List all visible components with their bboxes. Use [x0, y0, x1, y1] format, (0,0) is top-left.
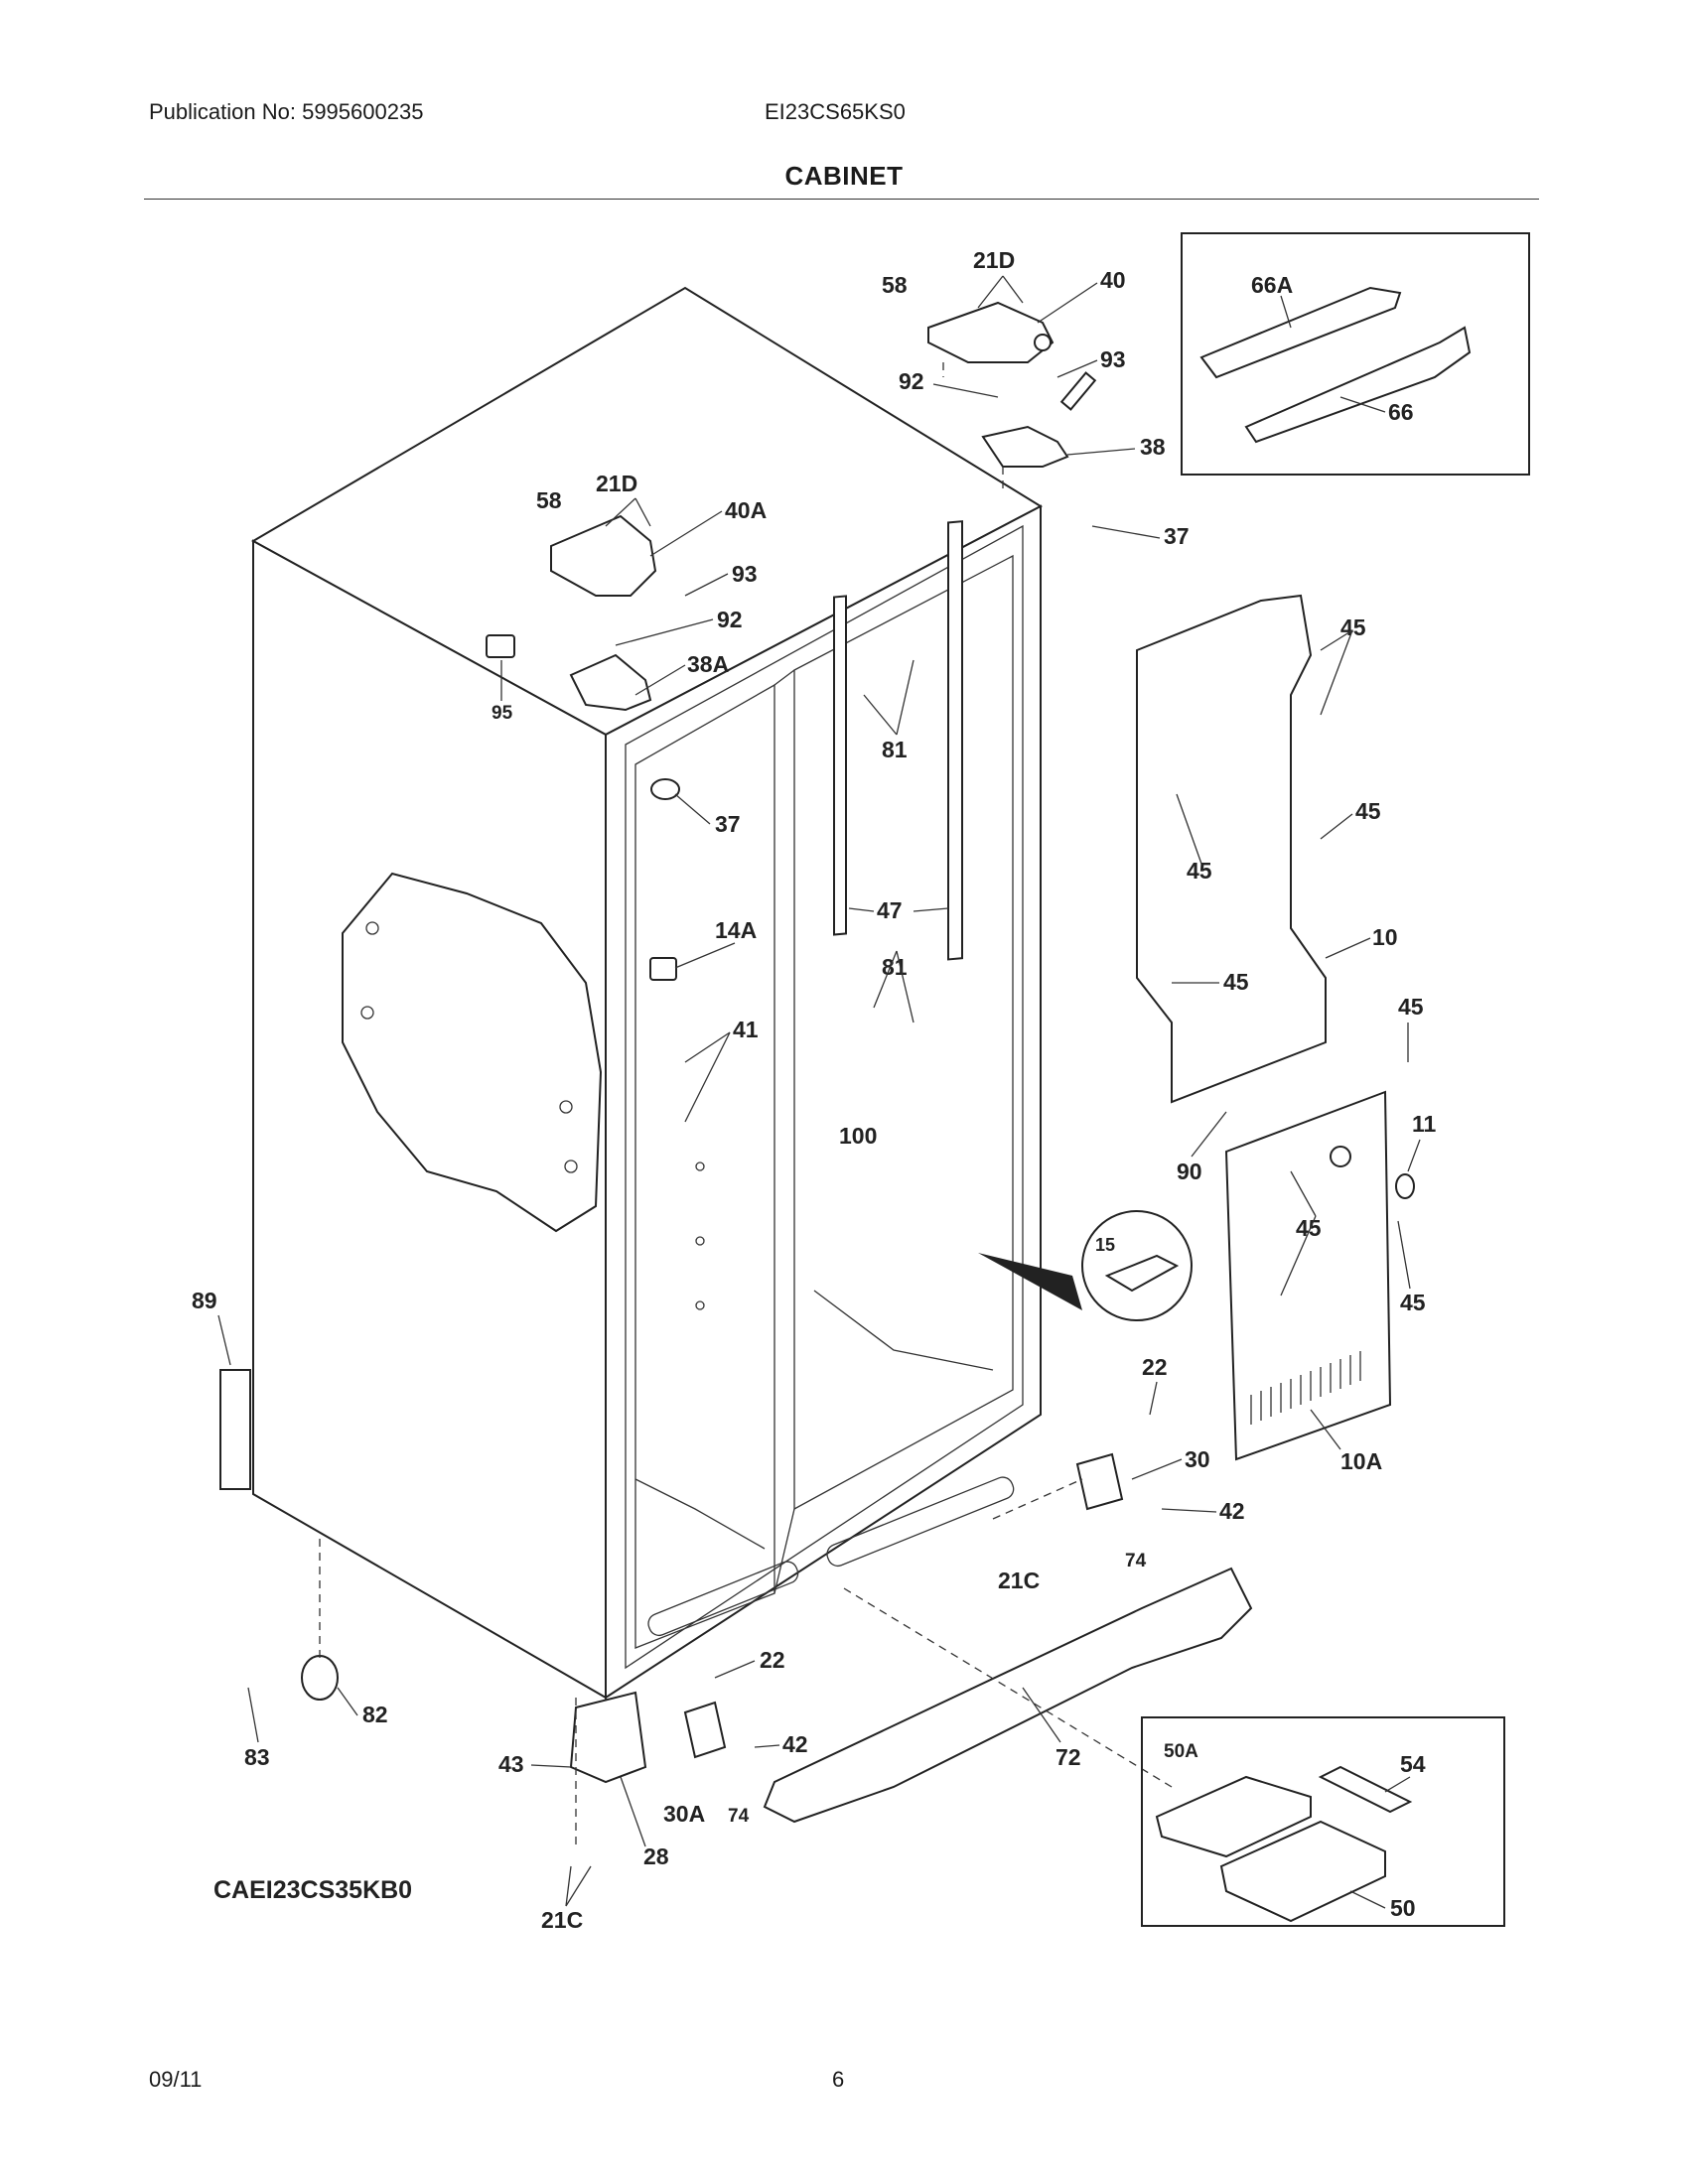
- callout-45-b: 45: [1355, 798, 1381, 824]
- bumper: [650, 778, 680, 800]
- publication-number: Publication No: 5995600235: [149, 99, 424, 124]
- callout-45-d: 45: [1223, 969, 1249, 995]
- callout-66: 66: [1388, 399, 1414, 425]
- inset-box-ice-bin: [1141, 1716, 1505, 1927]
- callout-72: 72: [1055, 1744, 1081, 1770]
- hinge-bracket-right: [1075, 1452, 1124, 1511]
- model-number: EI23CS65KS0: [765, 99, 906, 124]
- callout-58-top: 58: [882, 272, 908, 298]
- back-panel: [1136, 594, 1327, 1104]
- callout-40: 40: [1100, 267, 1126, 293]
- hinge-bracket-lower: [683, 1701, 727, 1759]
- callout-81-b: 81: [882, 954, 908, 980]
- callout-40a: 40A: [725, 497, 767, 523]
- callout-45-e: 45: [1398, 994, 1424, 1020]
- callout-45-f: 45: [1296, 1215, 1322, 1241]
- leveler-bracket: [569, 1691, 647, 1784]
- callout-82: 82: [362, 1702, 388, 1727]
- callout-92-left: 92: [717, 607, 743, 632]
- callout-21d-top: 21D: [973, 247, 1015, 273]
- callout-93-left: 93: [732, 561, 758, 587]
- callout-42-bottom: 42: [782, 1731, 808, 1757]
- upper-hinge-top: [927, 301, 1069, 468]
- callout-92-top: 92: [899, 368, 924, 394]
- callout-42-right: 42: [1219, 1498, 1245, 1524]
- callout-45-g: 45: [1400, 1290, 1426, 1315]
- callout-21c-bottom: 21C: [541, 1907, 583, 1933]
- roller: [301, 1655, 339, 1701]
- bumper-top: [1059, 371, 1097, 411]
- callout-74-bottom: 74: [728, 1806, 750, 1827]
- callout-37-top: 37: [1164, 523, 1190, 549]
- callout-10a: 10A: [1340, 1448, 1382, 1474]
- section-title: CABINET: [784, 161, 904, 191]
- callout-58-left: 58: [536, 487, 562, 513]
- header-divider: [144, 199, 1539, 200]
- callout-100: 100: [839, 1123, 877, 1149]
- callout-14a: 14A: [715, 917, 757, 943]
- callout-81-a: 81: [882, 737, 908, 762]
- toe-grille: [763, 1567, 1253, 1824]
- callout-11: 11: [1412, 1111, 1437, 1137]
- callout-41: 41: [733, 1017, 759, 1042]
- callout-15: 15: [1095, 1235, 1115, 1255]
- callout-22-right: 22: [1142, 1354, 1168, 1380]
- callout-37-left: 37: [715, 811, 741, 837]
- callout-21c-mid: 21C: [998, 1568, 1040, 1593]
- callout-95: 95: [492, 703, 513, 724]
- upper-hinge-left: [486, 514, 657, 712]
- callout-38: 38: [1140, 434, 1166, 460]
- callout-50: 50: [1390, 1895, 1416, 1921]
- cabinet-body: [250, 286, 1044, 1700]
- callout-30: 30: [1185, 1446, 1210, 1472]
- callout-10: 10: [1372, 924, 1398, 950]
- callout-89: 89: [192, 1288, 217, 1313]
- footer-date: 09/11: [149, 2067, 203, 2092]
- callout-28: 28: [643, 1843, 669, 1869]
- callout-45-a: 45: [1340, 614, 1366, 640]
- callout-83: 83: [244, 1744, 270, 1770]
- callout-90: 90: [1177, 1159, 1202, 1184]
- callout-93-top: 93: [1100, 346, 1126, 372]
- callout-50a: 50A: [1164, 1741, 1198, 1762]
- switch: [649, 957, 677, 981]
- footer-page-number: 6: [832, 2067, 845, 2092]
- callout-43: 43: [498, 1751, 524, 1777]
- callout-74-right: 74: [1125, 1551, 1147, 1571]
- callout-22-bottom: 22: [760, 1647, 785, 1673]
- callout-47: 47: [877, 897, 903, 923]
- lower-access-panel: [1224, 1090, 1392, 1461]
- callout-30a: 30A: [663, 1801, 705, 1827]
- callout-45-c: 45: [1187, 858, 1212, 884]
- callout-21d-left: 21D: [596, 471, 637, 496]
- callout-66a: 66A: [1251, 272, 1293, 298]
- callout-54: 54: [1400, 1751, 1426, 1777]
- side-bracket: [219, 1369, 251, 1490]
- magnifier-pointer: [978, 1253, 1082, 1310]
- side-panel-decal: [342, 872, 603, 1233]
- callout-38a: 38A: [687, 651, 729, 677]
- ladder-rails: [833, 520, 963, 961]
- diagram-caption: CAEI23CS35KB0: [213, 1876, 412, 1904]
- inset-box-hinge-covers: [1181, 232, 1530, 476]
